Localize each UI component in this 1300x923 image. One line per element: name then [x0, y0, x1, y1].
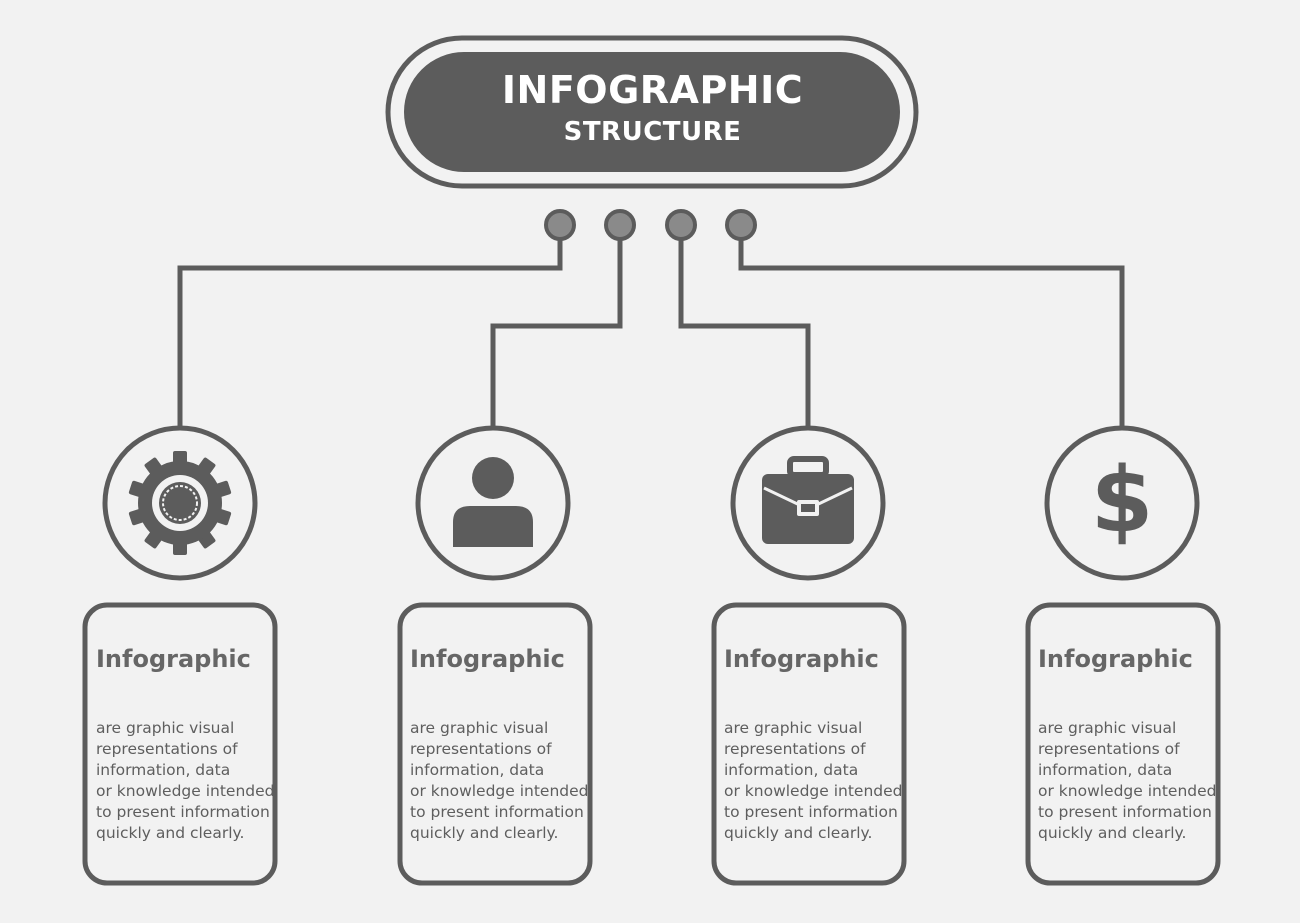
card-4-title: Infographic [1038, 645, 1193, 673]
card-2-title: Infographic [410, 645, 565, 673]
connector-line-2 [490, 239, 623, 428]
connector-line-3 [678, 239, 811, 428]
card-2-body: are graphic visual representations of in… [410, 719, 589, 842]
connector-line-4 [738, 239, 1125, 428]
card-1-title: Infographic [96, 645, 251, 673]
user-icon [453, 457, 533, 547]
header-pill [404, 52, 900, 172]
card-4-body: are graphic visual representations of in… [1038, 719, 1217, 842]
cards [82, 602, 1221, 886]
icon-circles [102, 425, 1200, 581]
icon-circle-2 [415, 425, 571, 581]
header-pill-outline [385, 35, 919, 189]
icon-circle-3 [730, 425, 886, 581]
card-4 [1025, 602, 1221, 886]
card-1 [82, 602, 278, 886]
icon-circle-4 [1044, 425, 1200, 581]
header-subtitle: STRUCTURE [563, 117, 742, 147]
card-3-title: Infographic [724, 645, 879, 673]
icon-circle-1 [102, 425, 258, 581]
connector-dot-4 [725, 209, 757, 241]
svg-text:$: $ [1091, 448, 1154, 553]
connector-dots [544, 209, 757, 241]
briefcase-icon [762, 456, 854, 544]
card-3 [711, 602, 907, 886]
connector-dot-2 [604, 209, 636, 241]
connector-dot-1 [544, 209, 576, 241]
card-1-body: are graphic visual representations of in… [96, 719, 275, 842]
connector-line-1 [177, 239, 563, 428]
header-title: INFOGRAPHIC [501, 68, 804, 112]
connector-dot-3 [665, 209, 697, 241]
dollar-icon: $ [1091, 448, 1154, 553]
card-2 [397, 602, 593, 886]
gear-icon [128, 451, 232, 555]
card-3-body: are graphic visual representations of in… [724, 719, 903, 842]
connector-lines [177, 239, 1125, 428]
